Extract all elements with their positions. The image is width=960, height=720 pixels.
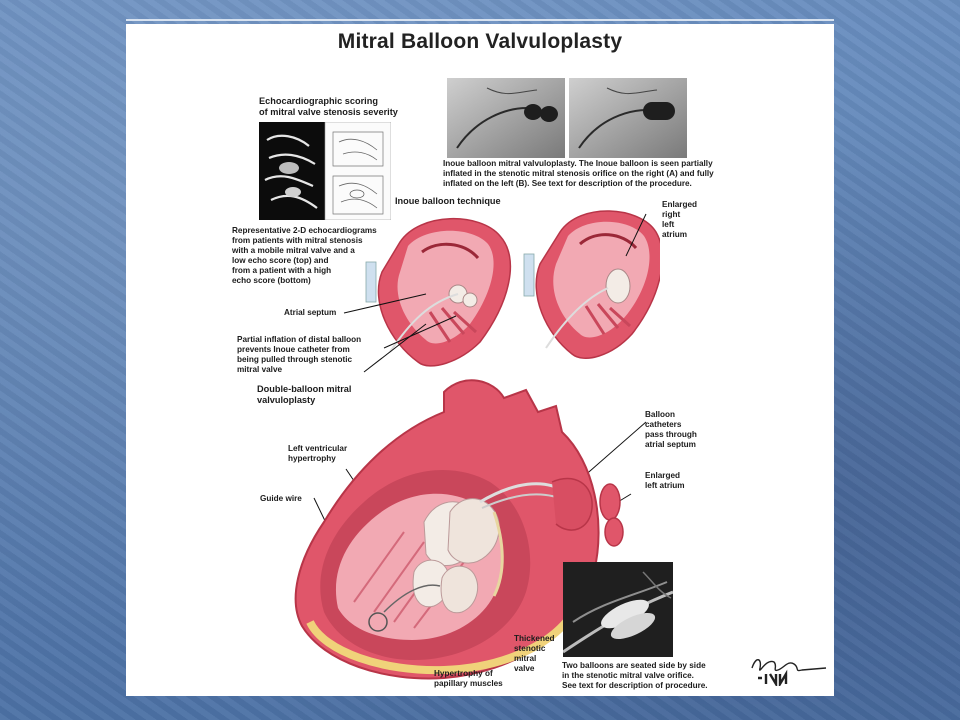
atrial-septum-label: Atrial septum: [284, 308, 337, 317]
double-balloon-heart-illustration: [294, 372, 634, 682]
guide-wire-label: Guide wire: [260, 494, 302, 503]
enlarged-right-left-atrium-label: Enlarged right left atrium: [662, 200, 698, 239]
lv-hypertrophy-label: Left ventricular hypertrophy: [288, 444, 348, 463]
inoue-technique-heading: Inoue balloon technique: [395, 196, 501, 206]
illustration-sheet: Mitral Balloon Valvuloplasty Echocardiog…: [126, 24, 834, 696]
slide-top-rule: [126, 19, 834, 21]
slide-title: Mitral Balloon Valvuloplasty: [337, 30, 623, 53]
double-balloon-heading: Double-balloon mitral valvuloplasty: [257, 384, 352, 405]
echocardiogram-panel: [259, 122, 391, 220]
thickened-valve-label: Thickened stenotic mitral valve: [514, 634, 555, 673]
echo-caption: Representative 2-D echocardiograms from …: [232, 226, 377, 285]
partial-inflation-label: Partial inflation of distal balloon prev…: [237, 335, 362, 374]
enlarged-left-atrium-label: Enlarged left atrium: [645, 471, 685, 490]
double-balloon-xray-image: [563, 562, 673, 657]
balloon-catheters-label: Balloon catheters pass through atrial se…: [645, 410, 697, 449]
echo-heading: Echocardiographic scoring of mitral valv…: [259, 96, 398, 117]
inoue-fluoroscopy-images: [447, 78, 687, 158]
inoue-heart-illustrations: [360, 202, 660, 380]
artist-signature-logo: [748, 652, 830, 686]
two-balloons-caption: Two balloons are seated side by side in …: [562, 661, 708, 690]
inoue-caption: Inoue balloon mitral valvuloplasty. The …: [443, 159, 714, 188]
papillary-muscle-label: Hypertrophy of papillary muscles: [434, 669, 503, 688]
